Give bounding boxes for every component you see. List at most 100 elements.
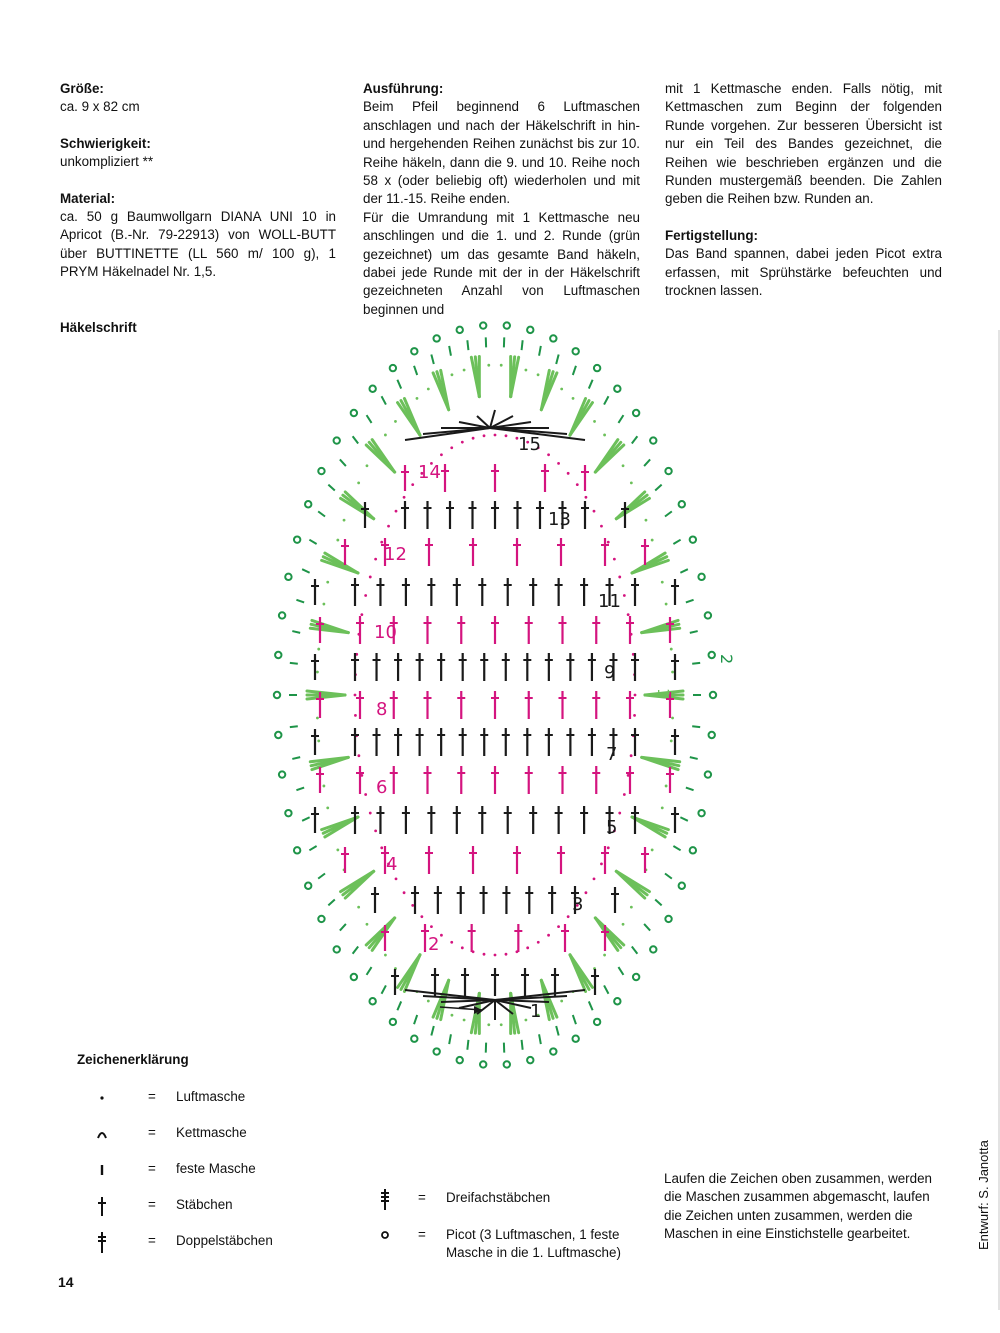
inner-dot [566, 471, 570, 475]
inner-dot [368, 575, 372, 579]
round-dot [571, 396, 575, 400]
inner-dot [364, 793, 368, 796]
legend-label-triple-treble: Dreifachstäbchen [446, 1190, 551, 1205]
inner-dot [354, 713, 357, 717]
legend-equals: = [148, 1197, 156, 1212]
round-dot [357, 481, 361, 485]
inner-dot [606, 540, 610, 544]
size-value: ca. 9 x 82 cm [60, 99, 140, 115]
inner-dot [420, 915, 424, 919]
round-dot [536, 1013, 540, 1017]
round-2-stitch [413, 365, 419, 376]
inner-dot [387, 862, 390, 866]
round-2-stitch [289, 725, 298, 729]
picot-mark [549, 1047, 558, 1056]
execution-paragraph-3: mit 1 Kettmasche enden. Falls nötig, mit… [665, 81, 942, 207]
round-2-stitch [617, 966, 625, 976]
round-dot [487, 363, 491, 367]
credit-text: Entwurf: S. Janotta [976, 1140, 991, 1250]
round-1-cluster [539, 371, 559, 412]
round-2-stitch [571, 365, 577, 376]
round-dot [349, 499, 353, 503]
round-dot [669, 647, 673, 651]
round-1-cluster [640, 755, 680, 772]
legend-equals: = [148, 1233, 156, 1248]
round-dot [524, 1018, 528, 1022]
inner-dot [411, 483, 415, 487]
row-label-8: 8 [376, 699, 387, 720]
inner-dot [536, 940, 540, 944]
row-label-7: 7 [606, 744, 617, 765]
round-1-cluster [630, 815, 667, 839]
difficulty-value: unkompliziert ** [60, 154, 154, 170]
round-dot [462, 368, 466, 372]
picot-icon [381, 1231, 389, 1239]
round-1-cluster [643, 693, 685, 701]
round-1-cluster [320, 815, 360, 832]
double-crochet-icon [98, 1197, 106, 1216]
round-2-stitch [380, 984, 387, 995]
round-2-stitch [327, 898, 336, 907]
inner-dot [600, 524, 603, 528]
round-2-stitch [351, 945, 359, 955]
round-2-stitch [301, 816, 311, 822]
row-label-11: 11 [598, 591, 621, 612]
inner-dot [420, 471, 424, 475]
legend-equals: = [418, 1190, 426, 1205]
round-2-stitch [654, 483, 663, 492]
round-dot [664, 602, 668, 606]
legend-label-picot: Picot (3 Luftmaschen, 1 feste Masche in … [446, 1227, 621, 1260]
round-2-stitch [571, 1014, 577, 1025]
round-dot [582, 979, 586, 983]
round-1-cluster [568, 401, 594, 437]
inner-dot [633, 693, 637, 697]
round-dot [330, 559, 334, 563]
round-2-stitch [679, 816, 689, 822]
legend-label-treble: Doppelstäbchen [176, 1233, 273, 1248]
picot-mark [478, 321, 488, 330]
round-dot [612, 448, 616, 452]
inner-dot [584, 495, 588, 499]
round-2-stitch [396, 1001, 403, 1011]
inner-dot [460, 440, 464, 444]
round-2-stitch [327, 483, 336, 492]
inner-dot [575, 483, 579, 487]
picot-mark [317, 914, 326, 924]
finishing-heading: Fertigstellung: [665, 227, 758, 243]
picot-mark [368, 997, 377, 1006]
inner-dot [460, 946, 464, 950]
inner-dot [440, 933, 443, 937]
round-2-stitch [430, 354, 435, 365]
round-2-stitch [520, 1039, 524, 1050]
round-1-cluster [343, 490, 376, 521]
column-finishing: mit 1 Kettmasche enden. Falls nötig, mit… [665, 80, 942, 300]
legend-label-single: feste Masche [176, 1161, 256, 1176]
round-dot [336, 538, 340, 542]
picot-mark [677, 500, 686, 509]
round-dot [487, 1023, 491, 1027]
round-1-cluster [593, 916, 620, 952]
round-dot [330, 827, 334, 831]
round-1-cluster [439, 368, 451, 412]
round-dot [499, 1023, 503, 1027]
treble-crochet-icon [98, 1232, 106, 1253]
picot-mark [455, 325, 464, 335]
inner-dot [526, 440, 530, 444]
round-dot [629, 481, 633, 485]
picot-mark [697, 808, 706, 818]
bottom-fan [494, 999, 514, 1015]
round-dot [374, 938, 378, 942]
picot-mark [613, 997, 622, 1006]
picot-mark [284, 808, 293, 818]
round-dot [426, 999, 430, 1003]
inner-dot [557, 925, 560, 929]
legend-label-slip: Kettmasche [176, 1125, 247, 1140]
round-dot [582, 407, 586, 411]
row-label-4: 4 [386, 854, 397, 875]
picot-mark [349, 408, 359, 418]
row-label-15: 15 [518, 434, 541, 455]
round-dot [644, 518, 648, 522]
round-dot [326, 806, 330, 810]
inner-dot [612, 829, 616, 833]
picot-mark [388, 363, 398, 373]
